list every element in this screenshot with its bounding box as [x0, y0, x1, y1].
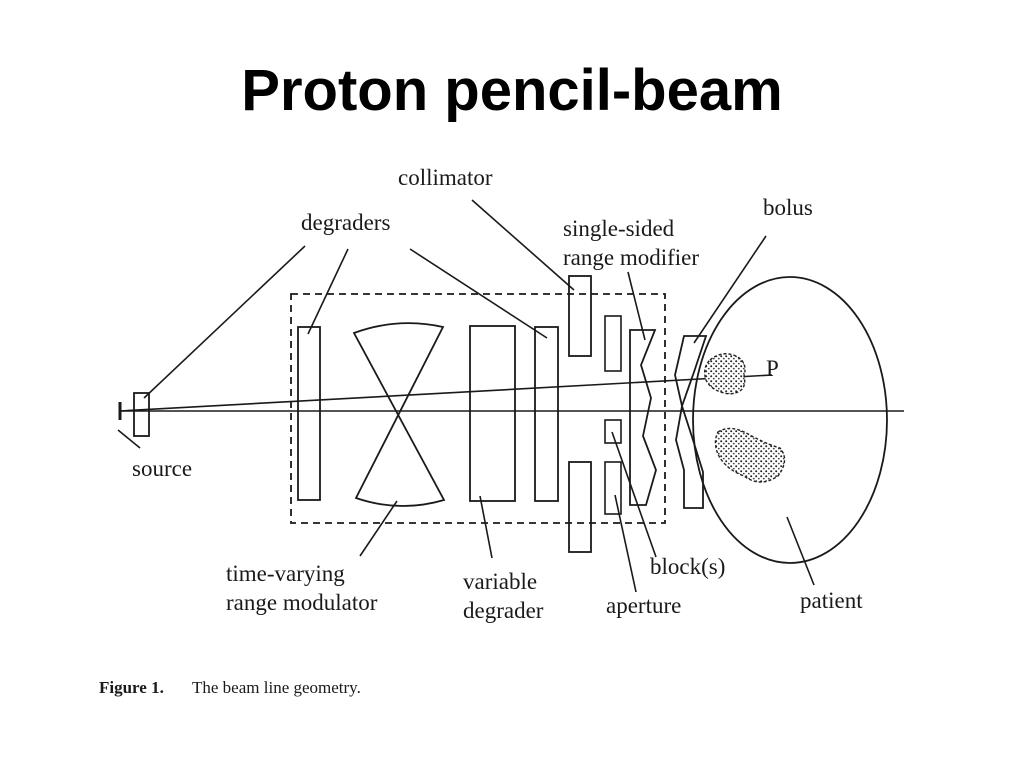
bolus-shape — [674, 335, 708, 509]
source-assembly — [118, 392, 150, 437]
label-single-sided: single-sided — [563, 216, 675, 241]
block-small — [604, 419, 622, 444]
collimator-block-bottom — [568, 461, 592, 553]
label-variable: variable — [463, 569, 537, 594]
target-region-upper — [703, 353, 746, 395]
aperture-block-bottom — [604, 461, 622, 515]
aperture-block-top — [604, 315, 622, 372]
label-blocks: block(s) — [650, 554, 725, 579]
target-region-lower — [714, 427, 786, 483]
collimator-block-top — [568, 275, 592, 357]
label-source: source — [132, 456, 192, 481]
label-patient: patient — [800, 588, 863, 613]
label-degraders: degraders — [301, 210, 390, 235]
label-aperture: aperture — [606, 593, 681, 618]
label-range-modulator: range modulator — [226, 590, 378, 615]
patient-outline — [692, 276, 888, 564]
label-range-modifier: range modifier — [563, 245, 699, 270]
degrader-plate-1 — [297, 326, 321, 501]
degrader-plate-2 — [534, 326, 559, 502]
range-modulator-shape — [352, 322, 446, 507]
leader-lines — [117, 199, 815, 593]
label-collimator: collimator — [398, 165, 493, 190]
label-bolus: bolus — [763, 195, 813, 220]
variable-degrader-plate — [469, 325, 516, 502]
dashed-housing — [290, 293, 666, 524]
ray-to-p — [119, 374, 773, 412]
label-point-p: P — [766, 356, 779, 381]
label-degrader: degrader — [463, 598, 544, 623]
slide-title: Proton pencil-beam — [241, 58, 783, 123]
label-time-varying: time-varying — [226, 561, 345, 586]
caption-prefix: Figure 1. — [99, 678, 164, 697]
caption-text: The beam line geometry. — [192, 678, 361, 697]
range-modifier-shape — [629, 329, 657, 506]
